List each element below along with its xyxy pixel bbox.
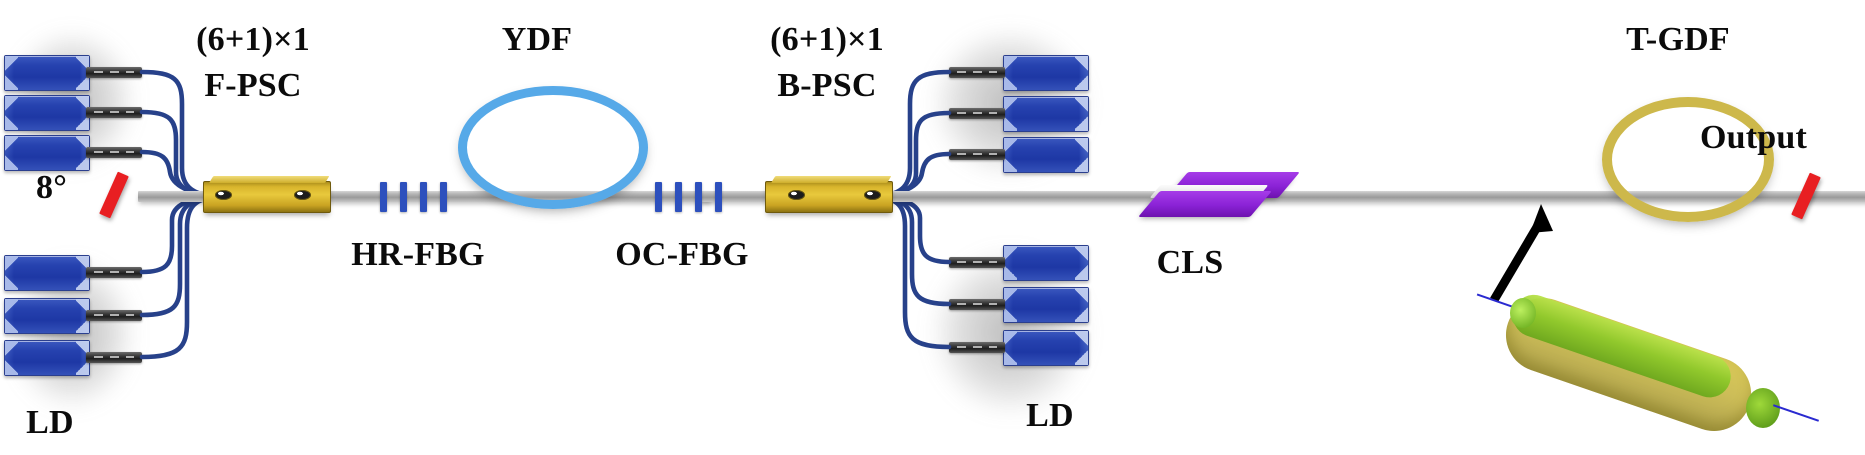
ld-pigtail xyxy=(86,267,142,278)
cls-stripper[interactable] xyxy=(1138,172,1300,228)
label-b-psc-ports: (6+1)×1 xyxy=(770,21,884,58)
oc-fbg-grating[interactable] xyxy=(655,182,722,212)
grating-line xyxy=(695,182,702,212)
fiber-ld4 xyxy=(139,194,215,275)
ld-module[interactable] xyxy=(1003,287,1089,323)
tgdf-coil xyxy=(1602,97,1774,222)
ld-pigtail xyxy=(949,67,1005,78)
ld-pigtail xyxy=(86,67,142,78)
ld-module[interactable] xyxy=(4,298,90,334)
ld-pigtail xyxy=(86,310,142,321)
ld-module[interactable] xyxy=(1003,55,1089,91)
taper-output-endface xyxy=(1746,388,1780,428)
label-t-gdf: T-GDF xyxy=(1626,21,1730,58)
ld-pigtail xyxy=(86,352,142,363)
ld-module[interactable] xyxy=(4,95,90,131)
grating-line xyxy=(420,182,427,212)
label-ld-left: LD xyxy=(26,404,74,441)
label-cls: CLS xyxy=(1156,244,1224,281)
main-fiber-left-stub xyxy=(138,191,218,202)
ld-pigtail xyxy=(949,257,1005,268)
fiber-ld5 xyxy=(139,194,215,318)
psc-port-marker xyxy=(215,190,232,200)
b-psc-coupler[interactable] xyxy=(765,176,893,213)
ydf-coil xyxy=(458,86,648,209)
label-angle: 8° xyxy=(36,169,67,206)
psc-port-marker xyxy=(864,190,881,200)
psc-port-marker xyxy=(294,190,311,200)
label-hr-fbg: HR-FBG xyxy=(351,236,485,273)
fiber-ld6 xyxy=(139,194,215,360)
ld-module[interactable] xyxy=(4,340,90,376)
psc-top-bevel xyxy=(209,176,330,183)
label-f-psc: F-PSC xyxy=(204,67,302,104)
ld-pigtail xyxy=(949,149,1005,160)
grating-line xyxy=(440,182,447,212)
ld-pigtail xyxy=(949,299,1005,310)
ld-module[interactable] xyxy=(4,255,90,291)
taper-input-endface xyxy=(1510,298,1536,328)
label-f-psc-ports: (6+1)×1 xyxy=(196,21,310,58)
ld-module[interactable] xyxy=(1003,245,1089,281)
label-b-psc: B-PSC xyxy=(777,67,877,104)
ld-pigtail xyxy=(86,107,142,118)
taper-callout-arrow xyxy=(1490,204,1553,303)
label-ld-right: LD xyxy=(1026,397,1074,434)
taper-axis-right xyxy=(1772,404,1820,422)
grating-line xyxy=(380,182,387,212)
ld-module[interactable] xyxy=(4,135,90,171)
label-output: Output xyxy=(1700,119,1808,156)
psc-top-bevel xyxy=(771,176,892,183)
tapered-fiber-3d-inset xyxy=(1476,278,1850,448)
main-fiber-ocfbg-to-bpsc xyxy=(873,191,1865,202)
label-ydf: YDF xyxy=(501,21,573,58)
f-psc-coupler[interactable] xyxy=(203,176,331,213)
ld-module[interactable] xyxy=(1003,137,1089,173)
grating-line xyxy=(655,182,662,212)
ld-module[interactable] xyxy=(4,55,90,91)
grating-line xyxy=(715,182,722,212)
ld-module[interactable] xyxy=(1003,330,1089,366)
ld-pigtail xyxy=(949,342,1005,353)
fiber-ld12 xyxy=(879,194,952,350)
cls-plate-bottom xyxy=(1138,191,1272,217)
ld-pigtail xyxy=(86,147,142,158)
hr-fbg-grating[interactable] xyxy=(380,182,447,212)
ld-pigtail xyxy=(949,108,1005,119)
psc-port-marker xyxy=(788,190,805,200)
label-oc-fbg: OC-FBG xyxy=(615,236,749,273)
fiber-ld11 xyxy=(879,194,952,307)
grating-line xyxy=(675,182,682,212)
grating-line xyxy=(400,182,407,212)
